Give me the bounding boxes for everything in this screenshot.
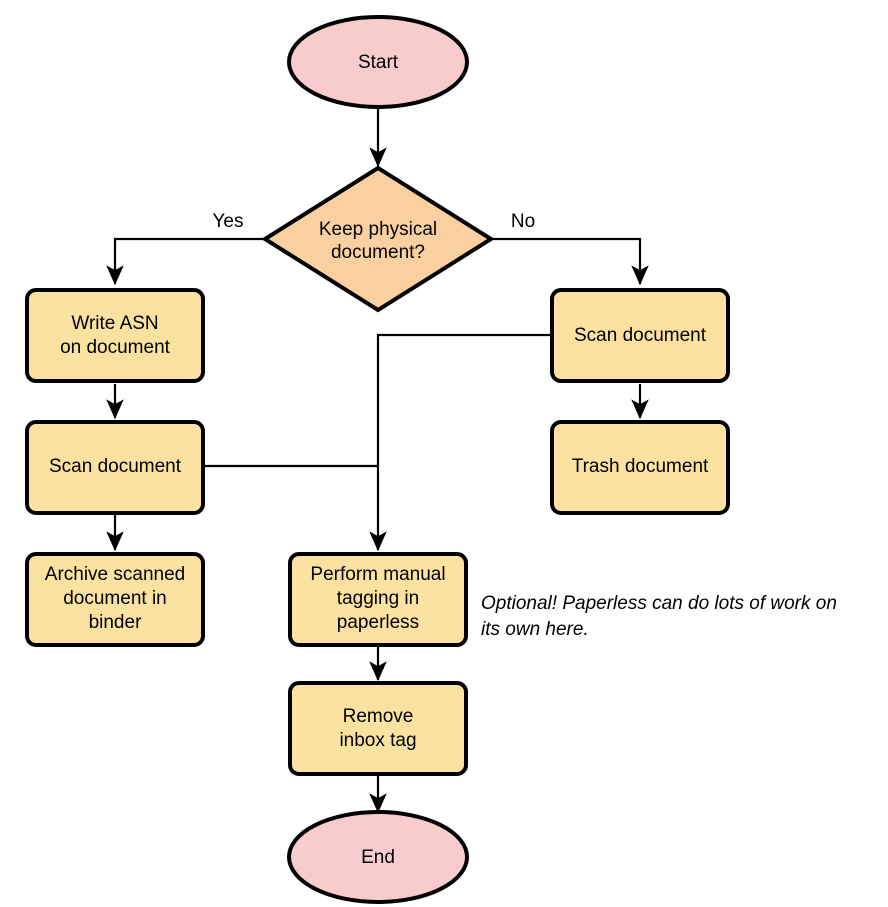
edge-labels-layer: Yes No <box>213 211 536 232</box>
remove-inbox-tag-label-line1: Remove <box>343 706 414 727</box>
trash-document-box-shape[interactable] <box>550 420 730 515</box>
optional-note-line1: Optional! Paperless can do lots of work … <box>481 593 837 614</box>
archive-label-line3: binder <box>89 612 142 633</box>
scan-document-right-box-shape[interactable] <box>550 288 730 383</box>
end-ellipse-shape[interactable] <box>287 810 469 904</box>
node-write-asn-on-document[interactable]: Write ASN on document <box>25 288 205 383</box>
node-remove-inbox-tag[interactable]: Remove inbox tag <box>288 681 468 776</box>
edge-decision-no-to-scan-right <box>491 237 649 286</box>
write-asn-label-line2: on document <box>60 337 171 358</box>
decision-diamond-shape[interactable] <box>261 165 495 313</box>
archive-label-line1: Archive scanned <box>45 564 185 585</box>
node-scan-document-left[interactable]: Scan document <box>25 420 205 515</box>
write-asn-label-line1: Write ASN <box>71 313 158 334</box>
decision-label-line1: Keep physical <box>319 219 437 240</box>
end-label: End <box>361 847 395 868</box>
edge-label-no: No <box>511 211 535 232</box>
trash-document-label: Trash document <box>572 456 709 477</box>
optional-note-line2: its own here. <box>481 619 589 640</box>
node-end[interactable]: End <box>287 810 469 904</box>
write-asn-box-shape[interactable] <box>25 288 205 383</box>
scan-document-left-box-shape[interactable] <box>25 420 205 515</box>
tagging-label-line3: paperless <box>337 612 419 633</box>
node-decision-keep-physical-document[interactable]: Keep physical document? <box>261 165 495 313</box>
remove-inbox-tag-label-line2: inbox tag <box>339 730 416 751</box>
tagging-box-shape[interactable] <box>288 552 468 647</box>
edge-decision-yes-to-write-asn <box>106 237 265 286</box>
archive-box-shape[interactable] <box>25 552 205 647</box>
edge-scan-right-to-tagging <box>369 333 552 552</box>
node-start[interactable]: Start <box>287 15 469 109</box>
start-ellipse-shape[interactable] <box>287 15 469 109</box>
decision-label-line2: document? <box>331 242 425 263</box>
remove-inbox-tag-box-shape[interactable] <box>288 681 468 776</box>
scan-document-left-label: Scan document <box>49 456 182 477</box>
archive-label-line2: document in <box>63 588 167 609</box>
edges-layer <box>106 104 649 814</box>
node-trash-document[interactable]: Trash document <box>550 420 730 515</box>
start-label: Start <box>358 52 399 73</box>
nodes-layer: Start Keep physical document? Write ASN … <box>25 15 730 904</box>
node-archive-scanned-document-in-binder[interactable]: Archive scanned document in binder <box>25 552 205 647</box>
tagging-label-line2: tagging in <box>337 588 419 609</box>
annotation-optional-note: Optional! Paperless can do lots of work … <box>481 593 837 640</box>
tagging-label-line1: Perform manual <box>310 564 445 585</box>
node-perform-manual-tagging[interactable]: Perform manual tagging in paperless <box>288 552 468 647</box>
scan-document-right-label: Scan document <box>574 325 707 346</box>
node-scan-document-right[interactable]: Scan document <box>550 288 730 383</box>
edge-label-yes: Yes <box>213 211 244 232</box>
